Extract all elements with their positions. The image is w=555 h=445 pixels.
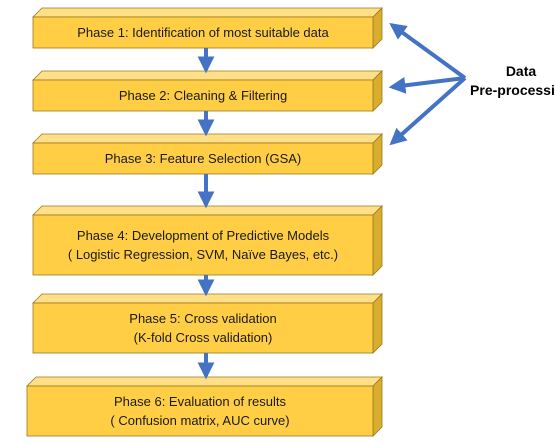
phase-1-label: Phase 1: Identification of most suitable… [33,17,373,48]
phase-5-label: Phase 5: Cross validation (K-fold Cross v… [33,303,373,353]
phase-box-1 [32,16,374,49]
phase-box-5 [32,302,374,354]
phase-box-2 [32,79,374,112]
preprocess-arrow-2 [388,76,466,94]
phase-1-line-1: Phase 1: Identification of most suitable… [77,25,329,40]
phase-box-6 [26,385,374,437]
phase-box-top [32,205,383,216]
phase-6-line-2: ( Confusion matrix, AUC curve) [110,413,290,428]
preprocess-arrow-3 [389,76,467,146]
phase-box-4 [32,214,374,276]
phase-3-line-1: Phase 3: Feature Selection (GSA) [104,151,302,166]
phase-2-label: Phase 2: Cleaning & Filtering [33,80,373,111]
side-label-line1: Data [505,63,537,79]
side-label-line2: Pre-processing [470,82,555,98]
phase-5-line-2: (K-fold Cross validation) [133,330,273,345]
phase-box-top [26,376,383,387]
phase-box-3 [32,142,374,175]
phase-box-top [32,7,383,18]
phase-2-line-1: Phase 2: Cleaning & Filtering [118,88,288,103]
preprocess-arrow-1 [389,23,467,80]
phase-4-label: Phase 4: Development of Predictive Model… [33,215,373,275]
phase-4-line-1: Phase 4: Development of Predictive Model… [76,228,330,243]
data-preprocessing-label: Data Pre-processing [466,62,555,100]
phase-6-label: Phase 6: Evaluation of results ( Confusio… [27,386,373,436]
phase-box-top [32,70,383,81]
phase-3-label: Phase 3: Feature Selection (GSA) [33,143,373,174]
phase-box-side [372,376,383,437]
phase-box-side [372,293,383,354]
phase-4-line-2: ( Logistic Regression, SVM, Naïve Bayes,… [67,247,339,262]
phase-5-line-1: Phase 5: Cross validation [129,311,277,326]
phase-6-line-1: Phase 6: Evaluation of results [114,394,286,409]
phase-box-top [32,133,383,144]
phase-box-side [372,205,383,276]
phase-box-top [32,293,383,304]
